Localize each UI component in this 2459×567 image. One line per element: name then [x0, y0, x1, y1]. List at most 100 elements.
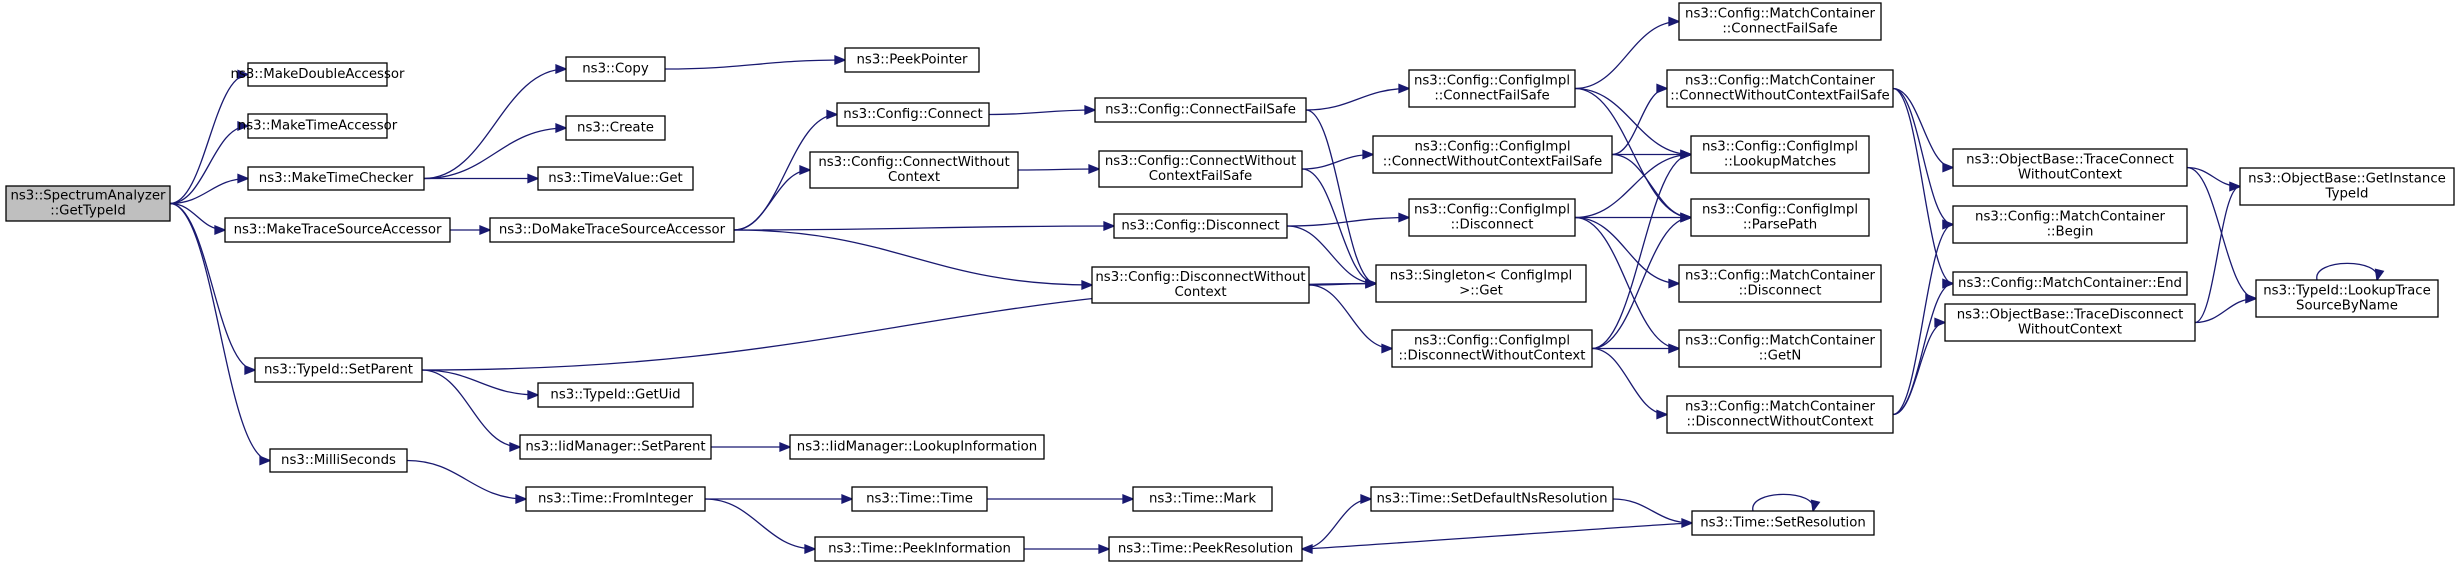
- node-label: ns3::Copy: [582, 62, 649, 77]
- graph-node-n12[interactable]: ns3::Config::Connect: [836, 102, 990, 127]
- edge-n22-n29: [1591, 347, 1669, 420]
- node-box: [1375, 264, 1587, 303]
- graph-node-n29[interactable]: ns3::Config::MatchContainer::DisconnectW…: [1666, 395, 1894, 434]
- node-label: ::ConnectFailSafe: [1434, 89, 1549, 104]
- node-box: [489, 217, 735, 243]
- graph-node-n27[interactable]: ns3::Config::MatchContainer::Disconnect: [1678, 264, 1882, 303]
- graph-node-n45[interactable]: ns3::Time::SetResolution: [1691, 510, 1875, 536]
- edge-n40-n41: [987, 494, 1135, 504]
- graph-node-n0[interactable]: ns3::SpectrumAnalyzer::GetTypeId: [5, 185, 171, 222]
- node-label: ns3::Singleton< ConfigImpl: [1390, 269, 1572, 284]
- node-box: [1690, 135, 1870, 174]
- node-label: ns3::TimeValue::Get: [548, 171, 683, 186]
- edge-n29-n33: [1892, 317, 1947, 416]
- graph-node-n23[interactable]: ns3::Config::MatchContainer::ConnectFail…: [1678, 2, 1882, 41]
- edge-n24-n31: [1892, 87, 1955, 230]
- graph-node-n28[interactable]: ns3::Config::MatchContainer::GetN: [1678, 329, 1882, 368]
- edge-n39-n40: [705, 494, 854, 504]
- graph-node-n18[interactable]: ns3::Singleton< ConfigImpl >::Get: [1375, 264, 1587, 303]
- edge-n6-n39: [406, 459, 528, 504]
- node-box: [1408, 69, 1576, 108]
- graph-node-n41[interactable]: ns3::Time::Mark: [1132, 486, 1273, 512]
- graph-node-n15[interactable]: ns3::Config::ConnectWithoutContextFailSa…: [1098, 150, 1303, 188]
- edge-n13-n15: [1017, 164, 1101, 174]
- graph-node-n6[interactable]: ns3::MilliSeconds: [269, 448, 408, 473]
- edge-n43-n44: [1301, 494, 1373, 550]
- node-label: ns3::Create: [577, 121, 654, 136]
- graph-node-n38[interactable]: ns3::IidManager::LookupInformation: [789, 434, 1045, 460]
- node-label: ns3::Config::MatchContainer: [1685, 334, 1875, 349]
- graph-node-n14[interactable]: ns3::Config::ConnectFailSafe: [1094, 97, 1307, 123]
- edge-n19-n23: [1574, 16, 1681, 90]
- node-box: [1952, 271, 2188, 296]
- node-label: ns3::Config::MatchContainer: [1685, 74, 1875, 89]
- node-label: ns3::IidManager::SetParent: [525, 440, 705, 455]
- graph-node-n4[interactable]: ns3::MakeTraceSourceAccessor: [224, 217, 451, 243]
- graph-node-n10[interactable]: ns3::TimeValue::Get: [537, 166, 694, 191]
- graph-node-n37[interactable]: ns3::IidManager::SetParent: [519, 434, 712, 460]
- graph-node-n20[interactable]: ns3::Config::ConfigImpl::ConnectWithoutC…: [1372, 135, 1613, 174]
- graph-node-n17[interactable]: ns3::Config::DisconnectWithoutContext: [1091, 266, 1310, 304]
- graph-node-n13[interactable]: ns3::Config::ConnectWithoutContext: [809, 151, 1019, 189]
- graph-node-n1[interactable]: ns3::MakeDoubleAccessor: [230, 62, 405, 87]
- graph-node-n2[interactable]: ns3::MakeTimeAccessor: [238, 113, 398, 139]
- graph-node-n44[interactable]: ns3::Time::SetDefaultNsResolution: [1370, 486, 1614, 512]
- node-label: ::Disconnect: [1451, 218, 1534, 233]
- graph-node-n9[interactable]: ns3::Create: [565, 115, 666, 141]
- node-box: [2239, 167, 2455, 206]
- edge-n0-n1: [169, 69, 250, 205]
- node-label: ns3::Time::Time: [866, 492, 973, 507]
- graph-node-n42[interactable]: ns3::Time::PeekInformation: [814, 536, 1025, 562]
- node-box: [1666, 69, 1894, 108]
- node-label: ::ConnectWithoutContextFailSafe: [1670, 89, 1889, 104]
- node-label: ns3::MakeTraceSourceAccessor: [234, 223, 442, 238]
- graph-node-n36[interactable]: ns3::TypeId::GetUid: [537, 382, 694, 408]
- edge-n5-n37: [421, 369, 522, 452]
- graph-node-n25[interactable]: ns3::Config::ConfigImpl::LookupMatches: [1690, 135, 1870, 174]
- edge-n4-n11: [449, 225, 492, 235]
- graph-node-n22[interactable]: ns3::Config::ConfigImpl::DisconnectWitho…: [1391, 329, 1593, 368]
- node-label: ns3::DoMakeTraceSourceAccessor: [499, 223, 726, 238]
- edge-n11-n17: [733, 229, 1094, 290]
- graph-node-n16[interactable]: ns3::Config::Disconnect: [1113, 213, 1288, 239]
- graph-node-n19[interactable]: ns3::Config::ConfigImpl::ConnectFailSafe: [1408, 69, 1576, 108]
- graph-node-n24[interactable]: ns3::Config::MatchContainer::ConnectWith…: [1666, 69, 1894, 108]
- graph-node-n33[interactable]: ns3::ObjectBase::TraceDisconnectWithoutC…: [1944, 303, 2196, 342]
- node-box: [844, 47, 980, 73]
- node-label: ns3::ObjectBase::TraceDisconnect: [1957, 308, 2184, 323]
- edge-n16-n21: [1286, 212, 1411, 227]
- graph-node-n43[interactable]: ns3::Time::PeekResolution: [1108, 536, 1303, 562]
- graph-node-n39[interactable]: ns3::Time::FromInteger: [525, 486, 706, 512]
- graph-node-n40[interactable]: ns3::Time::Time: [851, 486, 988, 512]
- node-box: [1408, 198, 1576, 237]
- node-label: ns3::Config::MatchContainer: [1975, 210, 2165, 225]
- node-label: ns3::Config::ConnectFailSafe: [1105, 103, 1296, 118]
- graph-node-n26[interactable]: ns3::Config::ConfigImpl::ParsePath: [1690, 198, 1870, 237]
- graph-node-n30[interactable]: ns3::ObjectBase::TraceConnectWithoutCont…: [1952, 148, 2188, 187]
- node-label: ns3::Config::ConfigImpl: [1414, 74, 1570, 89]
- edge-n3-n7: [423, 64, 568, 180]
- graph-node-n3[interactable]: ns3::MakeTimeChecker: [247, 166, 425, 191]
- graph-node-n5[interactable]: ns3::TypeId::SetParent: [254, 357, 423, 383]
- node-label: ns3::Config::MatchContainer: [1685, 400, 1875, 415]
- graph-node-n31[interactable]: ns3::Config::MatchContainer::Begin: [1952, 205, 2188, 244]
- node-box: [1944, 303, 2196, 342]
- node-label: ::DisconnectWithoutContext: [1399, 349, 1586, 364]
- node-box: [1952, 148, 2188, 187]
- graph-node-n7[interactable]: ns3::Copy: [565, 56, 666, 82]
- node-box: [5, 185, 171, 222]
- node-label: ns3::Config::MatchContainer: [1685, 7, 1875, 22]
- graph-node-n32[interactable]: ns3::Config::MatchContainer::End: [1952, 271, 2188, 296]
- node-box: [1678, 329, 1882, 368]
- node-box: [1132, 486, 1273, 512]
- graph-node-n21[interactable]: ns3::Config::ConfigImpl::Disconnect: [1408, 198, 1576, 237]
- node-label: Context: [888, 170, 940, 185]
- node-box: [814, 536, 1025, 562]
- node-label: ns3::Time::Mark: [1149, 492, 1256, 507]
- edge-n15-n20: [1301, 149, 1375, 170]
- graph-node-n11[interactable]: ns3::DoMakeTraceSourceAccessor: [489, 217, 735, 243]
- node-label: ns3::MakeTimeAccessor: [238, 119, 398, 134]
- graph-node-n8[interactable]: ns3::PeekPointer: [844, 47, 980, 73]
